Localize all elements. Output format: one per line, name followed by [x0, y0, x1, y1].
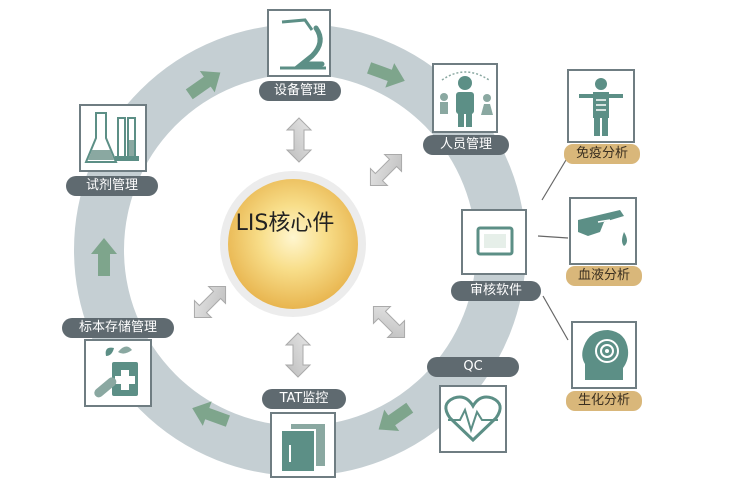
double-arrow-top: [285, 117, 313, 163]
review-label[interactable]: 审核软件: [451, 281, 541, 301]
connector-blood: [537, 235, 569, 239]
reagent-tile[interactable]: [79, 104, 147, 172]
microscope-icon: [280, 18, 326, 70]
blood-label[interactable]: 血液分析: [566, 266, 642, 286]
biochem-label[interactable]: 生化分析: [566, 391, 642, 411]
device-label[interactable]: 设备管理: [259, 81, 341, 101]
head-spiral-icon: [582, 330, 629, 380]
blood-tile[interactable]: [569, 197, 637, 265]
double-arrow-upper-right: [369, 153, 403, 187]
card-icon: [476, 226, 514, 256]
staff-label[interactable]: 人员管理: [423, 135, 509, 155]
flow-arrow-1: [185, 71, 221, 100]
flow-arrow-2: [367, 62, 405, 88]
staff-tile[interactable]: [432, 63, 498, 133]
qc-tile[interactable]: [439, 385, 507, 453]
biochem-tile[interactable]: [571, 321, 637, 389]
people-icon: [440, 71, 493, 127]
documents-icon: [280, 424, 325, 473]
review-tile[interactable]: [461, 209, 527, 275]
core-sun: [228, 179, 358, 309]
flow-arrow-3: [378, 402, 414, 431]
sample-tile[interactable]: [84, 339, 152, 407]
medicine-icon: [94, 346, 138, 398]
qc-label[interactable]: QC: [427, 357, 519, 377]
tat-label[interactable]: TAT监控: [262, 389, 346, 409]
double-arrow-lower-left: [193, 285, 227, 319]
flow-arrow-5: [91, 238, 117, 276]
double-arrow-lower-right: [372, 305, 406, 339]
immune-tile[interactable]: [567, 69, 635, 143]
double-arrow-bottom: [284, 332, 312, 378]
xray-icon: [579, 78, 623, 136]
device-tile[interactable]: [267, 9, 331, 77]
heart-pulse-icon: [444, 395, 502, 443]
flask-icon: [84, 112, 139, 163]
reagent-label[interactable]: 试剂管理: [66, 176, 158, 196]
immune-label[interactable]: 免疫分析: [564, 144, 640, 164]
core-label: LIS核心件: [235, 211, 335, 236]
tat-tile[interactable]: [270, 412, 336, 478]
flow-arrow-4: [192, 401, 230, 427]
connector-biochem: [542, 295, 569, 341]
connector-immune: [541, 159, 567, 201]
sample-label[interactable]: 标本存储管理: [62, 318, 174, 338]
hand-drop-icon: [578, 210, 627, 246]
